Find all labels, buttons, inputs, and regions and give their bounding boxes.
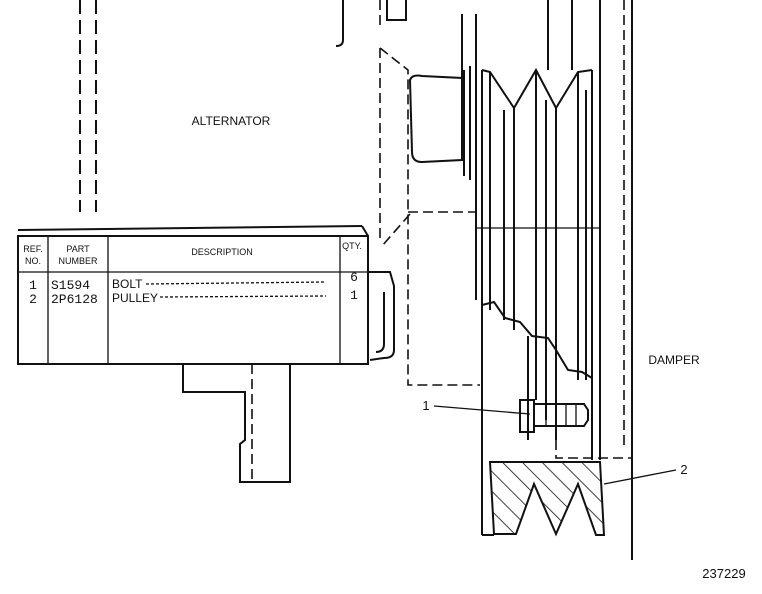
row-2-description: PULLEY xyxy=(112,291,158,305)
row-1-description: BOLT xyxy=(112,277,143,291)
row-1-ref: 1 xyxy=(29,278,37,293)
row-2-qty: 1 xyxy=(350,288,358,303)
header-description: DESCRIPTION xyxy=(191,247,253,257)
row-2-ref: 2 xyxy=(29,292,37,307)
alternator-label: ALTERNATOR xyxy=(192,114,271,128)
pulley-drawing xyxy=(461,0,633,560)
table-row: 1 S1594 BOLT 6 xyxy=(29,270,358,293)
bracket-outline xyxy=(182,364,291,483)
parts-table xyxy=(17,225,395,365)
damper-label: DAMPER xyxy=(648,353,700,367)
header-part-line2: NUMBER xyxy=(58,256,98,266)
header-ref-line2: NO. xyxy=(25,256,41,266)
figure-number: 237229 xyxy=(702,566,745,581)
row-1-qty: 6 xyxy=(350,270,358,285)
table-row: 2 2P6128 PULLEY 1 xyxy=(29,288,358,307)
callout-1-label: 1 xyxy=(422,398,429,413)
callout-2-label: 2 xyxy=(680,462,687,477)
header-part-line1: PART xyxy=(66,244,90,254)
header-ref-line1: REF. xyxy=(23,244,43,254)
row-1-part: S1594 xyxy=(51,278,90,293)
header-qty: QTY. xyxy=(342,241,362,251)
row-2-part: 2P6128 xyxy=(51,292,98,307)
callout-leaders xyxy=(433,405,677,485)
